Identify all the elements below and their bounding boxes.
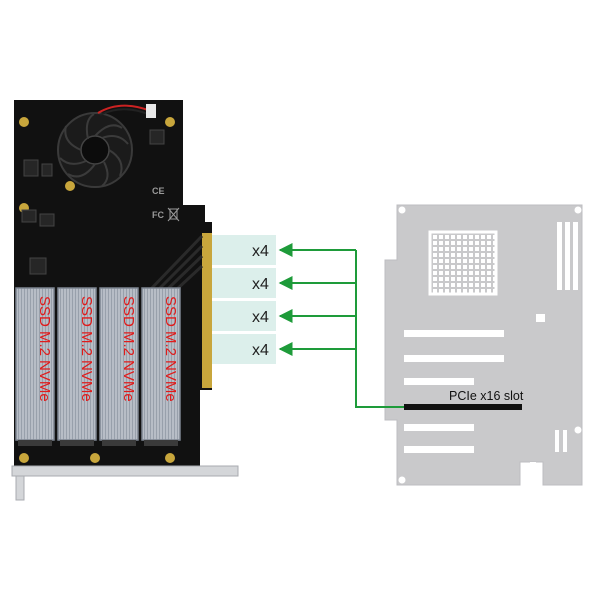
- ssd-slot-connector: [60, 440, 94, 446]
- card-mount-hole: [90, 453, 100, 463]
- mount-hole: [574, 206, 582, 214]
- lane-band: [212, 268, 276, 298]
- ssd-heatsink: [99, 287, 139, 441]
- card-mount-hole: [19, 117, 29, 127]
- chip: [23, 159, 39, 177]
- chip: [21, 209, 37, 223]
- lane-label: x4: [252, 243, 269, 260]
- pcie-slot-label: PCIe x16 slot: [449, 389, 524, 403]
- mount-hole: [398, 206, 406, 214]
- trunk-line: [355, 250, 404, 408]
- weee-bin-icon: [167, 207, 180, 222]
- header-pin: [530, 462, 536, 468]
- fan-wire: [97, 104, 149, 114]
- ssd-label: SSD M.2NVMe: [36, 296, 53, 402]
- connector-traces: [148, 234, 204, 316]
- ce-mark-icon: CE: [152, 186, 165, 196]
- ssd-heatsinks: [15, 287, 181, 446]
- ssd-heatsink: [57, 287, 97, 441]
- ssd-slot-connector: [18, 440, 52, 446]
- fan-wire: [99, 108, 149, 116]
- card-mount-hole: [165, 117, 175, 127]
- cpu-socket: [428, 230, 498, 296]
- ssd-label: SSD M.2NVMe: [78, 296, 95, 402]
- ram-slot: [573, 222, 578, 290]
- mounting-bracket: [11, 465, 239, 477]
- pci-slot: [404, 355, 504, 362]
- fan-connector: [146, 104, 156, 118]
- mounting-bracket-tab: [15, 475, 25, 501]
- ssd-heatsink: [15, 287, 55, 441]
- header-pin: [555, 430, 559, 452]
- fan-hub: [80, 135, 110, 165]
- small-connector: [536, 314, 545, 322]
- pci-slot: [404, 330, 504, 337]
- card-mount-hole: [19, 453, 29, 463]
- adapter-card: CE FC SSD M.2NVMe SSD M.2NVMe SSD M.2NVM…: [11, 100, 239, 501]
- ssd-label: SSD M.2NVMe: [162, 296, 179, 402]
- lane-band: [212, 235, 276, 265]
- card-mount-hole: [165, 453, 175, 463]
- chip: [149, 129, 165, 145]
- lane-band: [212, 334, 276, 364]
- ssd-slot-connector: [144, 440, 178, 446]
- chip: [29, 257, 47, 275]
- fcc-mark-icon: FC: [152, 210, 164, 220]
- ram-slot: [557, 222, 562, 290]
- lane-label: x4: [252, 276, 269, 293]
- mount-hole: [574, 426, 582, 434]
- pcie-x16-slot: [404, 404, 522, 410]
- pcie-edge-connector: [202, 233, 212, 388]
- pci-slot: [404, 446, 474, 453]
- lane-bands: [212, 235, 276, 364]
- pci-slot: [404, 424, 474, 431]
- chip: [41, 163, 53, 177]
- motherboard: PCIe x16 slot: [384, 204, 583, 486]
- fan-blades: [59, 113, 129, 187]
- pci-slot: [404, 378, 474, 385]
- chip: [39, 213, 55, 227]
- lane-label: x4: [252, 342, 269, 359]
- ssd-label: SSD M.2NVMe: [120, 296, 137, 402]
- lane-band: [212, 301, 276, 331]
- lane-arrows: [278, 243, 404, 408]
- ssd-slot-connector: [102, 440, 136, 446]
- card-mount-hole: [65, 181, 75, 191]
- header-pin: [563, 430, 567, 452]
- mount-hole: [398, 476, 406, 484]
- lane-label: x4: [252, 309, 269, 326]
- ram-slot: [565, 222, 570, 290]
- ssd-heatsink: [141, 287, 181, 441]
